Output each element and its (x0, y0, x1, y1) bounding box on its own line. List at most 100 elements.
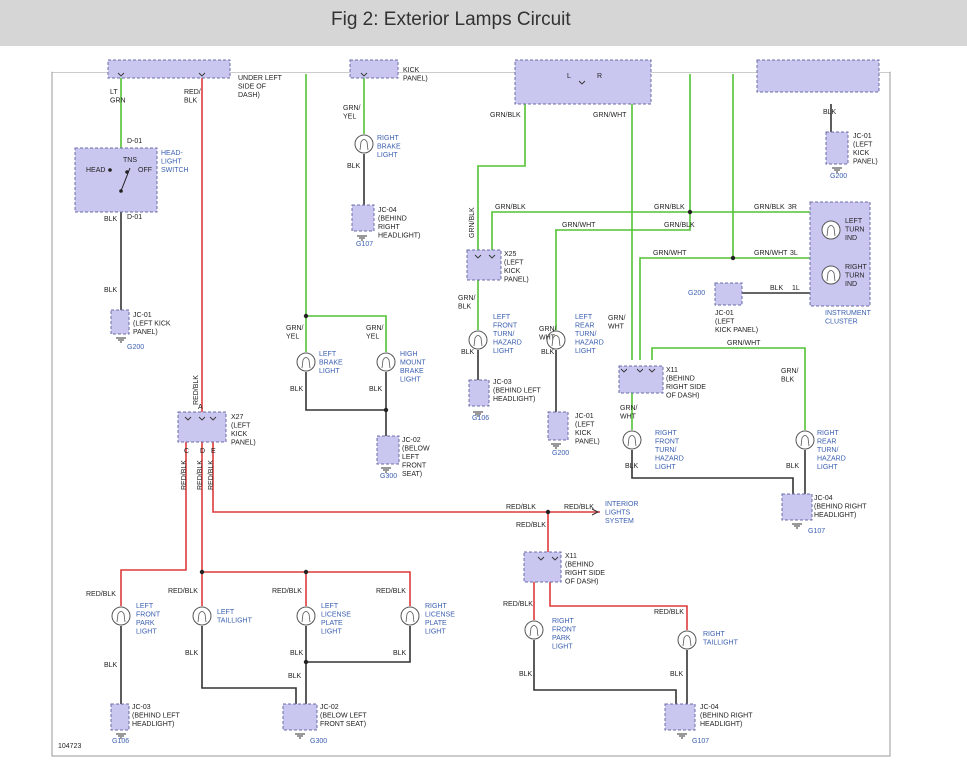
jc01-label: KICK PANEL) (715, 327, 758, 334)
left-front-turn-label: FRONT (493, 323, 518, 330)
bulb-filament (116, 611, 126, 623)
jc01-label: KICK (575, 430, 592, 437)
g200-label: G200 (688, 290, 705, 297)
bulb-filament (301, 611, 311, 623)
bulb-glass (821, 265, 841, 285)
left-turn-ind-label: LEFT (845, 218, 863, 225)
grn-wht-right-rear (651, 347, 806, 430)
red-blk-label: RED/BLK (564, 504, 594, 511)
connector-pin-icon (209, 416, 217, 421)
grn-blk-vertical-label: GRN/BLK (469, 207, 476, 238)
left-front-park-label: PARK (136, 620, 155, 627)
left-brake-light-icon (296, 352, 316, 372)
right-front-park-label: FRONT (552, 627, 577, 634)
blk-left-brake-ground (305, 372, 386, 411)
r-label: R (597, 73, 602, 80)
bulb-glass (111, 606, 131, 626)
x25-left-kick (466, 249, 502, 281)
jc01-label: PANEL) (575, 439, 600, 446)
splice-dot (303, 313, 309, 319)
splice-dot (545, 509, 551, 515)
grn-blk-label: GRN/ (458, 295, 476, 302)
right-rear-turn-light-icon (795, 430, 815, 450)
ground-icon (295, 733, 305, 739)
title-bar: Fig 2: Exterior Lamps Circuit (0, 0, 967, 46)
right-rear-turn-label: REAR (817, 439, 836, 446)
under-left-dash-label: DASH) (238, 92, 260, 99)
grn-yel-label: YEL (366, 334, 379, 341)
junction-marks (108, 72, 842, 739)
d01-label: D-01 (127, 138, 142, 145)
high-mount-brake-light-icon (376, 352, 396, 372)
kick-panel-top-label: KICK (403, 67, 420, 74)
jc02-label: LEFT (402, 454, 420, 461)
red-blk-label: RED/BLK (86, 591, 116, 598)
x25-label: PANEL) (504, 277, 529, 284)
switch-arm (120, 167, 131, 192)
grn-wht-label: GRN/WHT (754, 250, 788, 257)
right-rear-turn-label: TURN/ (817, 447, 838, 454)
grn-yel-label: YEL (343, 114, 356, 121)
jc04-label: JC-04 (700, 704, 719, 711)
red-license (202, 571, 411, 606)
connector-pin-icon (198, 416, 206, 421)
right-license-label: RIGHT (425, 603, 448, 610)
x11-lower (523, 551, 562, 583)
bulb-filament (627, 435, 637, 447)
jc03-bottom (110, 703, 130, 731)
x11-label: OF DASH) (565, 579, 598, 586)
headlight-switch (74, 147, 158, 213)
left-front-turn-label: TURN/ (493, 331, 514, 338)
jc01-label: JC-01 (133, 312, 152, 319)
left-rear-turn-label: TURN/ (575, 331, 596, 338)
grn-blk-label: GRN/BLK (754, 204, 785, 211)
ground-icon (116, 337, 126, 343)
jc03-label: HEADLIGHT) (132, 721, 174, 728)
connector-pin-icon (537, 556, 545, 561)
left-front-park-light-icon (111, 606, 131, 626)
grn-wht-label: WHT (620, 414, 637, 421)
jc01-mid (714, 282, 743, 306)
instrument-cluster-label: INSTRUMENT (825, 310, 872, 317)
d01-label-2: D-01 (127, 214, 142, 221)
ground-icon (116, 733, 126, 739)
left-turn-ind-label: IND (845, 235, 857, 242)
jc02-label: SEAT) (402, 471, 422, 478)
bulb-glass (192, 606, 212, 626)
right-taillight-label: TAILLIGHT (703, 640, 739, 647)
pin-3r-label: 3R (788, 204, 797, 211)
bulb-glass (400, 606, 420, 626)
ground-icon (473, 411, 483, 417)
right-taillight-icon (677, 630, 697, 650)
blk-label: BLK (770, 285, 784, 292)
grn-wht-label: GRN/ (539, 326, 557, 333)
left-front-park-label: LIGHT (136, 629, 157, 636)
bulb-glass (354, 134, 374, 154)
l-label: L (567, 73, 571, 80)
top-right-component (756, 59, 880, 93)
right-front-turn-label: TURN/ (655, 447, 676, 454)
x27-label: KICK (231, 431, 248, 438)
connector-pin-icon (198, 72, 206, 77)
blk-left-taillight (201, 626, 297, 704)
ground-icon (357, 235, 367, 241)
jc02-below-left (376, 435, 400, 465)
jc04-label: HEADLIGHT) (378, 233, 420, 240)
jc02-label: FRONT (402, 463, 427, 470)
grn-blk-label: GRN/BLK (664, 222, 695, 229)
blk-label: BLK (185, 650, 199, 657)
bulb-filament (800, 435, 810, 447)
ground-icon (551, 443, 561, 449)
left-rear-turn-light-icon (546, 330, 566, 350)
bulb-filament (359, 139, 369, 151)
jc01-label: JC-01 (715, 310, 734, 317)
connector-pin-icon (474, 254, 482, 259)
g106-label: G106 (472, 415, 489, 422)
left-license-label: LEFT (321, 603, 339, 610)
left-rear-turn-label: LIGHT (575, 348, 596, 355)
multifunction-switch (514, 59, 652, 105)
right-license-label: LICENSE (425, 612, 455, 619)
right-front-turn-label: RIGHT (655, 430, 678, 437)
ground-icon (792, 523, 802, 529)
bulb-glass (821, 220, 841, 240)
